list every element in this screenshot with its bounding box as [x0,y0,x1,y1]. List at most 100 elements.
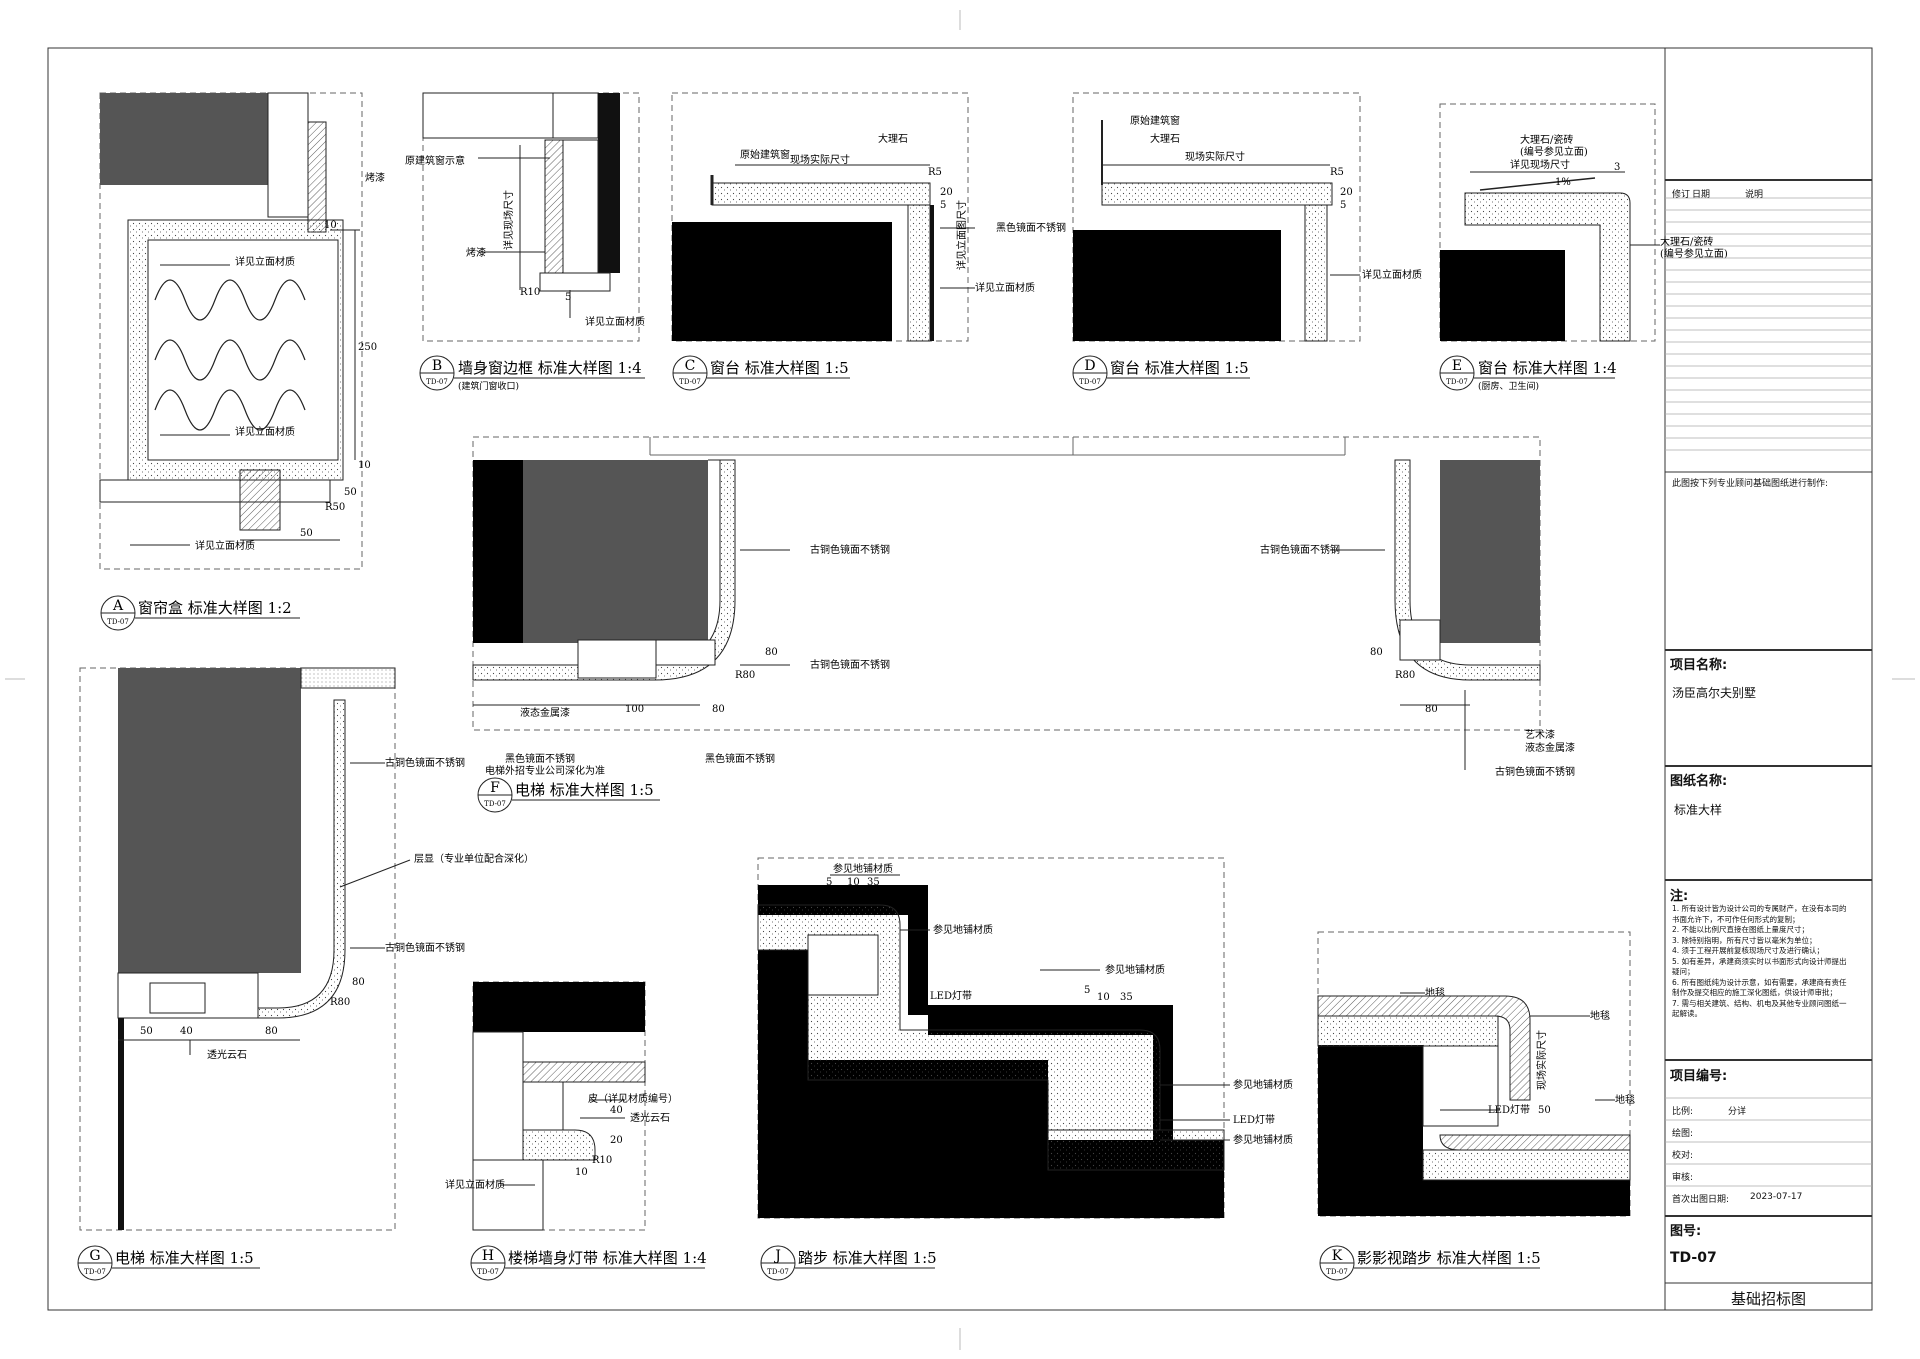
title-b-letter: B [432,358,442,374]
drawing-name: 标准大样 [1674,803,1723,817]
title-f: F TD-07 电梯 标准大样图 1:5 [477,777,660,813]
a-dim-1: 10 [324,220,337,231]
scale-label: 比例: [1672,1107,1694,1117]
a-label-material-1: 详见立面材质 [235,255,295,268]
j-dim-35-b: 35 [1120,992,1133,1003]
title-j-text: 踏步 标准大样图 1:5 [798,1249,937,1267]
a-dim-5: R50 [325,502,345,513]
k-label-carpet-3: 地毯 [1615,1093,1635,1106]
detail-a-drawing [99,92,363,570]
k-dim-50: 50 [1538,1105,1551,1116]
title-h-ref: TD-07 [477,1268,499,1276]
notes-list: 1. 所有设计皆为设计公司的专属财产，在没有本司的书面允许下，不可作任何形式的复… [1672,904,1852,1020]
title-k-letter: K [1332,1248,1343,1264]
f-dim-r80-2: R80 [1395,670,1415,681]
title-e-letter: E [1452,358,1462,374]
issue-date: 2023-07-17 [1750,1192,1803,1202]
k-label-carpet-2: 地毯 [1590,1009,1610,1022]
a-label-material-2: 详见立面材质 [235,425,295,438]
b-label-material: 详见立面材质 [585,315,645,328]
title-f-ref: TD-07 [484,800,506,808]
detail-k-drawing [1317,931,1631,1217]
detail-j-drawing [757,857,1230,1219]
h-label-leather: 皮（详见材质编号） [588,1092,678,1105]
checked-label: 校对: [1672,1151,1694,1161]
d-label-site-size: 现场实际尺寸 [1185,150,1245,163]
title-h: H TD-07 楼梯墙身灯带 标准大样图 1:4 [470,1245,707,1281]
j-label-led-2: LED灯带 [1233,1114,1275,1126]
f-label-bronze-1: 古铜色镜面不锈钢 [810,543,890,556]
f-label-bronze-2: 古铜色镜面不锈钢 [810,658,890,671]
drawn-label: 绘图: [1672,1129,1694,1139]
note-5: 5. 如有差异，承建商须实时以书面形式向设计师提出疑问； [1672,956,1847,977]
b-label-orig-window: 原建筑窗示意 [405,154,465,167]
j-dim-10-a: 10 [847,877,860,888]
title-d-text: 窗台 标准大样图 1:5 [1110,359,1249,377]
title-b-text: 墙身窗边框 标准大样图 1:4 [458,359,642,377]
f-label-liquid-metal-1: 液态金属漆 [520,706,570,719]
title-c-letter: C [685,358,696,374]
a-dim-4: 50 [344,487,357,498]
note-7: 7. 需与相关建筑、结构、机电及其他专业顾问图纸一起解读。 [1672,998,1847,1019]
g-label-onyx: 透光云石 [207,1048,247,1061]
f-label-bronze-3: 古铜色镜面不锈钢 [1260,543,1340,556]
e-label-slope: 1% [1555,177,1571,188]
f-label-black-steel-2: 黑色镜面不锈钢 [705,752,775,765]
f-dim-80-v2: 80 [1370,647,1383,658]
detail-g-drawing [79,667,411,1231]
h-dim-10: 10 [575,1167,588,1178]
stage-label: 基础招标图 [1730,1290,1806,1308]
j-label-floor-2: 参见地铺材质 [933,923,993,936]
a-dim-2: 250 [358,342,377,353]
j-dim-5-a: 5 [826,877,832,888]
title-a-ref: TD-07 [107,618,129,626]
detail-c-drawing [671,92,975,342]
e-label-ref-2: (编号参见立面) [1660,247,1728,260]
k-label-site-size: 现场实际尺寸 [1535,1030,1548,1090]
c-label-site-size: 现场实际尺寸 [790,153,850,166]
title-a-letter: A [112,598,124,614]
a-dim-3: 10 [358,460,371,471]
drawing-no: TD-07 [1670,1250,1717,1266]
e-label-marble-2: 大理石/瓷砖 [1660,235,1713,248]
f-dim-r80: R80 [735,670,755,681]
d-label-orig-window: 原始建筑窗 [1130,114,1180,127]
title-j-ref: TD-07 [767,1268,789,1276]
k-label-led: LED灯带 [1488,1104,1530,1116]
scale-value: 分详 [1728,1107,1747,1117]
j-dim-35-a: 35 [867,877,880,888]
title-b-sub: (建筑门窗收口) [458,380,519,392]
title-c-ref: TD-07 [679,378,701,386]
b-dim-5: 5 [565,292,571,303]
j-label-floor-4: 参见地铺材质 [1233,1078,1293,1091]
e-label-ref-1: (编号参见立面) [1520,145,1588,158]
c-dim-20: 20 [940,187,953,198]
note-1: 1. 所有设计皆为设计公司的专属财产，在没有本司的书面允许下，不可作任何形式的复… [1672,904,1847,924]
h-dim-r10: R10 [592,1155,612,1166]
note-6: 6. 所有图纸纯为设计示意，如有需要，承建商有责任制作及提交相应的施工深化图纸，… [1672,977,1847,998]
title-h-letter: H [482,1248,494,1264]
d-dim-5: 5 [1340,200,1346,211]
e-dim-3: 3 [1614,162,1620,173]
project-name: 汤臣高尔夫别墅 [1672,686,1757,700]
drawing-name-label: 图纸名称: [1670,774,1728,789]
title-d-ref: TD-07 [1079,378,1101,386]
title-j: J TD-07 踏步 标准大样图 1:5 [760,1245,937,1281]
title-a-text: 窗帘盒 标准大样图 1:2 [138,599,292,617]
drawing-no-label: 图号: [1670,1224,1702,1239]
f-label-liquid-metal-2: 液态金属漆 [1525,741,1575,754]
f-label-elevator-note: 电梯外招专业公司深化为准 [485,764,605,777]
j-dim-10-b: 10 [1097,992,1110,1003]
title-j-letter: J [773,1248,781,1264]
title-g: G TD-07 电梯 标准大样图 1:5 [77,1245,260,1281]
d-label-marble: 大理石 [1150,132,1180,145]
title-h-text: 楼梯墙身灯带 标准大样图 1:4 [508,1249,707,1267]
g-label-floor-display: 层显（专业单位配合深化） [414,852,534,865]
title-e-sub: (厨房、卫生间) [1478,380,1539,392]
j-label-floor-5: 参见地铺材质 [1233,1133,1293,1146]
rev-col-rev: 修订 [1672,190,1691,200]
title-b: B TD-07 墙身窗边框 标准大样图 1:4 (建筑门窗收口) [419,355,645,392]
f-label-bronze-4: 古铜色镜面不锈钢 [1495,765,1575,778]
title-g-letter: G [89,1248,100,1264]
